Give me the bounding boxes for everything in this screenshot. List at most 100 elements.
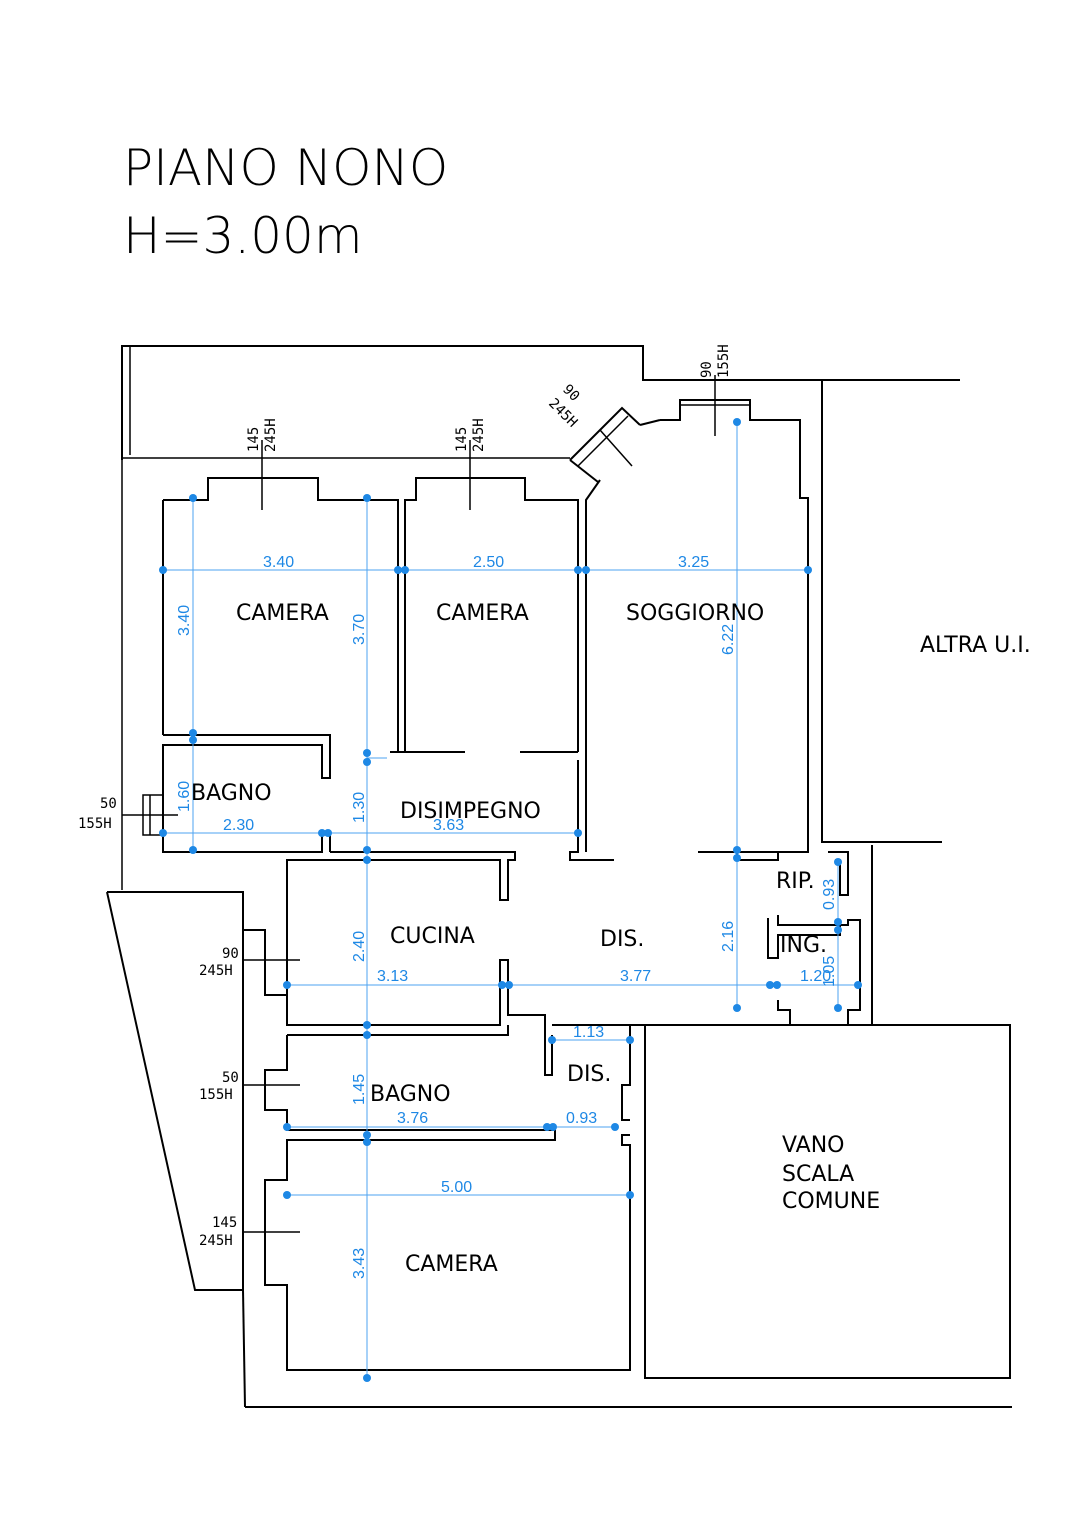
dim-dot [854,981,862,989]
wall-cucina-bottom [286,959,553,1076]
window-3-mark [599,429,633,467]
room-labels: CAMERA CAMERA SOGGIORNO ALTRA U.I. BAGNO… [191,601,1031,1277]
room-ingresso: ING. [780,933,827,958]
plan-height: H=3.00m [123,207,363,265]
room-bagno-1: BAGNO [191,781,272,806]
exterior-left-edge [242,1289,246,1408]
dimension-dots [159,418,862,1382]
dim-dot [363,1031,371,1039]
wall-angle [569,459,599,483]
window-5-height: 155H [78,816,112,832]
dim-dot [834,858,842,866]
dim-disimpegno-depth: 1.30 [351,792,368,823]
dim-dot [363,758,371,766]
dim-dot [159,829,167,837]
room-bagno-2: BAGNO [370,1082,451,1107]
wall-angle-2 [639,419,661,426]
window-8-width: 145 [212,1215,237,1231]
altra-ui-wall [821,380,942,843]
plan-title: PIANO NONO [123,139,448,197]
dim-dot [394,566,402,574]
dim-rip-depth: 0.93 [821,879,838,910]
dim-dis1-width: 3.77 [620,968,651,985]
wall-bagno1 [162,734,331,853]
room-vano-line2: SCALA [782,1162,854,1187]
room-dis-1: DIS. [600,927,644,952]
dim-camera3-depth: 3.43 [351,1248,368,1279]
room-soggiorno: SOGGIORNO [626,601,764,626]
wall-rip-top-left [736,852,779,861]
vano-scala-outline [644,1024,1011,1379]
terrace-outline [121,345,960,460]
dim-dot [582,566,590,574]
dim-dot [834,926,842,934]
window-1-width: 145 [246,427,262,452]
dim-ing-depth: 1.05 [821,956,838,987]
window-4-width: 90 [699,361,715,378]
dim-dot [834,1004,842,1012]
dim-dot [363,1021,371,1029]
window-5-width: 50 [100,796,117,812]
dim-dot [804,566,812,574]
dim-soggiorno-depth: 6.22 [720,624,737,655]
dim-soggiorno-width: 3.25 [678,554,709,571]
dim-dot [773,981,781,989]
dim-dot [189,494,197,502]
dim-dot [159,566,167,574]
dim-dot [363,846,371,854]
dim-dis1-depth: 2.16 [720,921,737,952]
wall-soggiorno-right [660,399,809,853]
dim-dot [733,846,741,854]
room-camera-2: CAMERA [436,601,529,626]
window-6-width: 90 [222,946,239,962]
window-2-height: 245H [471,418,487,452]
dim-camera1-width: 3.40 [263,554,294,571]
room-dis-2: DIS. [567,1062,611,1087]
window-8-height: 245H [199,1233,233,1249]
dim-cucina-depth: 2.40 [351,931,368,962]
dim-dot [283,981,291,989]
dim-dot [574,829,582,837]
wall-cucina-top [286,851,516,930]
dim-camera2-depth: 3.70 [351,614,368,645]
dim-bagno2-depth: 1.45 [351,1074,368,1105]
dim-dot [283,1191,291,1199]
dim-camera2-width: 2.50 [473,554,504,571]
dim-bagno1-depth: 1.60 [176,781,193,812]
dim-dot [498,981,506,989]
dim-dot [574,566,582,574]
dim-dot [363,494,371,502]
dimension-values: 3.40 2.50 3.25 3.40 3.70 6.22 1.60 1.30 … [176,554,838,1279]
dim-dot [189,846,197,854]
dim-dis2-depth: 0.93 [566,1110,597,1127]
window-7-width: 50 [222,1070,239,1086]
dim-dot [626,1036,634,1044]
dim-dot [733,418,741,426]
dim-dis2-width: 1.13 [573,1024,604,1041]
dim-dot [733,1004,741,1012]
dim-dot [363,1138,371,1146]
dim-dot [283,1123,291,1131]
angled-window-line [577,415,629,467]
dim-dot [363,1374,371,1382]
room-camera-1: CAMERA [236,601,329,626]
dim-dot [401,566,409,574]
wall-disimpegno-right [569,760,614,861]
dim-dot [548,1036,556,1044]
dim-bagno2-width: 3.76 [397,1110,428,1127]
wall-dis2-right [621,1000,791,1121]
dim-dot [363,749,371,757]
dim-dot [611,1123,619,1131]
wall-ing [777,915,872,1026]
dim-bagno1-width: 2.30 [223,817,254,834]
window-2-width: 145 [454,427,470,452]
room-ripostiglio: RIP. [776,869,815,894]
dim-dot [626,1191,634,1199]
wall-camera1-top [163,477,399,752]
wall-bagno2-top [287,1025,509,1036]
dim-camera3-width: 5.00 [441,1179,472,1196]
dim-dot [318,829,326,837]
room-vano-line3: COMUNE [782,1189,880,1214]
wall-soggiorno-left [585,479,601,852]
